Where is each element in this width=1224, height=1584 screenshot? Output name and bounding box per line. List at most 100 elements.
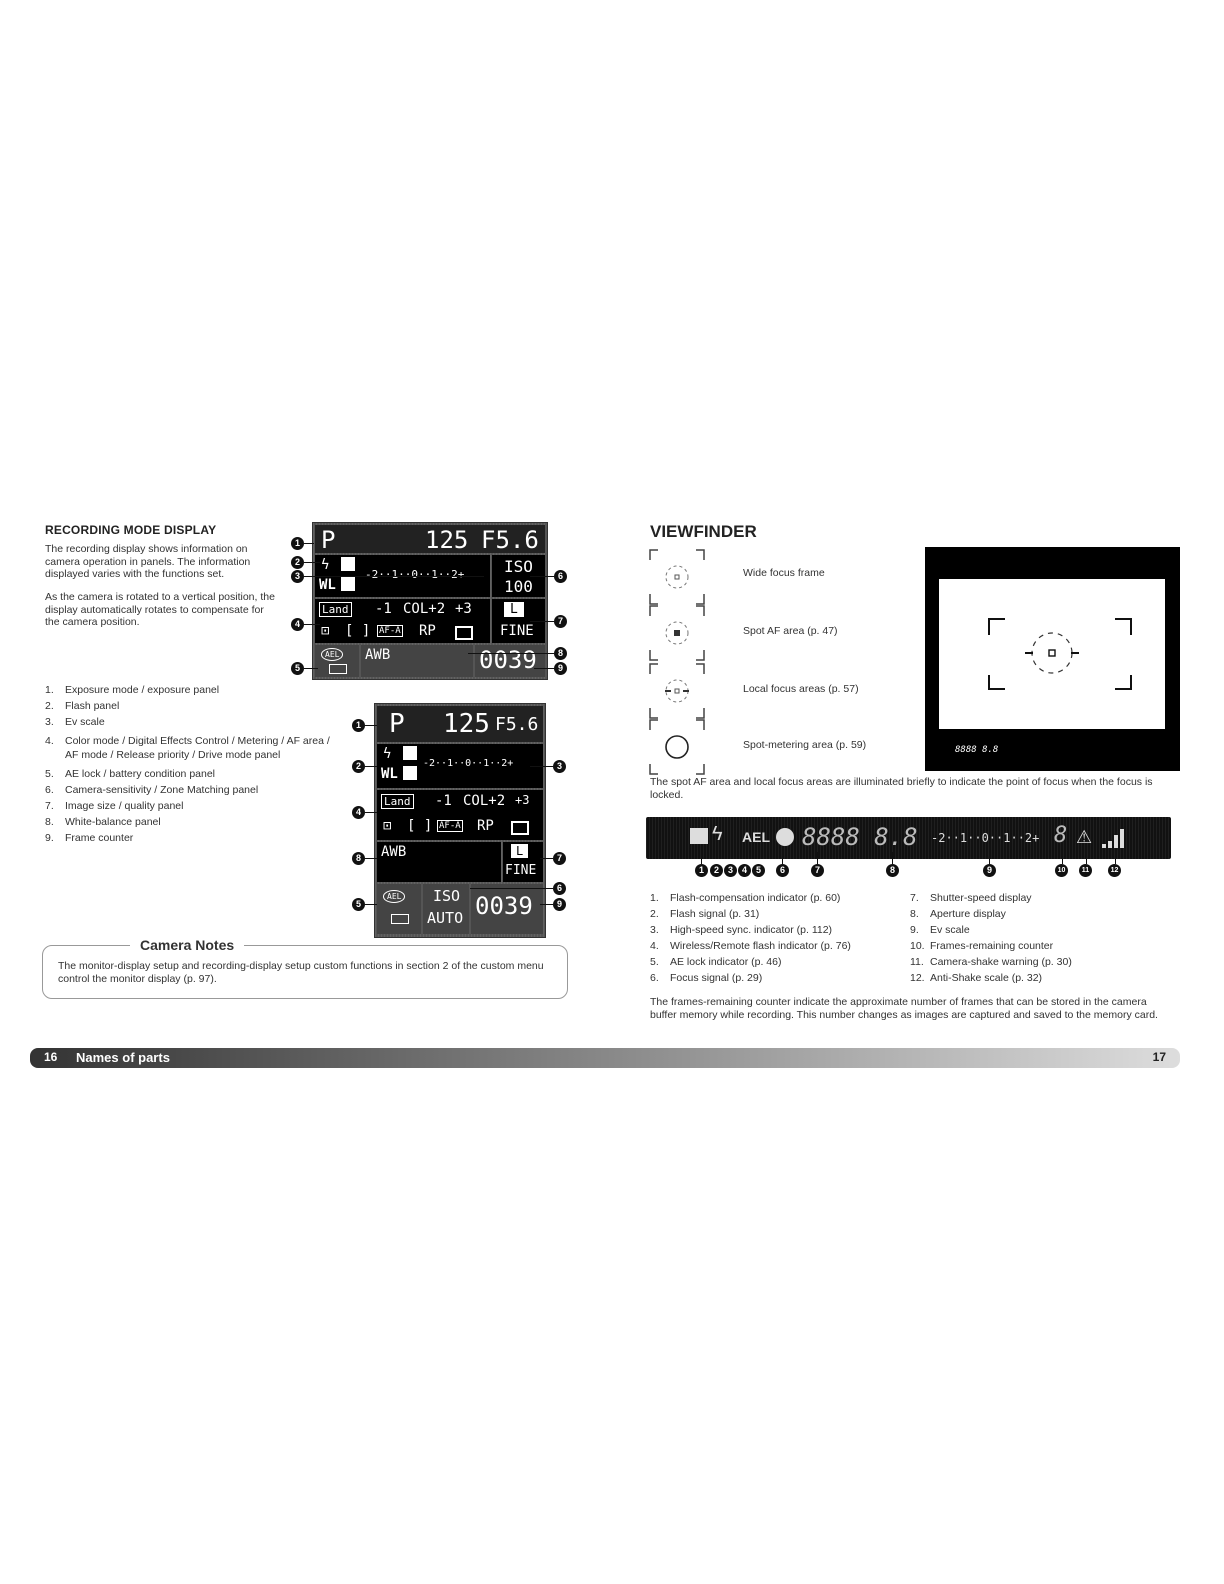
viewfinder-caption: The spot AF area and local focus areas a…: [650, 776, 1153, 801]
af-mode: AF-A: [437, 820, 463, 832]
viewfinder-strip-mini: 8888 8.8: [955, 745, 999, 755]
list-item: 5.AE lock indicator (p. 46): [650, 956, 782, 968]
exposure-mode: P: [389, 709, 405, 739]
exposure-mode: P: [321, 526, 336, 554]
shutter-aperture-display: 8888 8.8: [802, 823, 918, 851]
flash-comp-icon: [403, 746, 417, 760]
viewfinder-info-strip: ϟ AEL 8888 8.8 -2··1··0··1··2+ 8 ⚠: [646, 817, 1171, 859]
callout-6: 6: [553, 882, 566, 895]
flash-panel: ϟ WL -2··1··0··1··2+: [377, 744, 543, 788]
page-number-right: 17: [1152, 1050, 1166, 1064]
high-speed-sync-icon: [341, 577, 355, 591]
list-item: 2.Flash panel: [45, 700, 120, 712]
callout-9: 9: [553, 898, 566, 911]
ev-scale: -2··1··0··1··2+: [365, 568, 465, 581]
viewfinder-list-right: 7.Shutter-speed display 8.Aperture displ…: [910, 890, 1160, 986]
callout-8: 8: [352, 852, 365, 865]
frame-counter-panel: 0039: [471, 884, 543, 934]
focus-label: Spot-metering area (p. 59): [743, 739, 867, 751]
focus-frame-icon: [988, 618, 1132, 690]
high-speed-sync-icon: [403, 766, 417, 780]
aperture: F5.6: [481, 526, 539, 554]
vf-callout-12: 12: [1108, 864, 1121, 877]
ael-icon: AEL: [321, 648, 344, 661]
vf-callout-3: 3: [724, 864, 737, 877]
color-value: COL+2: [463, 793, 506, 809]
list-item: 4.Wireless/Remote flash indicator (p. 76…: [650, 940, 851, 952]
iso-label: ISO: [504, 557, 533, 576]
flash-signal-icon: ϟ: [712, 823, 723, 845]
anti-shake-bar: [1108, 841, 1112, 848]
list-item: 10.Frames-remaining counter: [910, 940, 1054, 952]
vf-callout-7: 7: [811, 864, 824, 877]
ev-scale: -2··1··0··1··2+: [423, 758, 514, 769]
callout-9: 9: [554, 662, 567, 675]
ael-icon: AEL: [383, 890, 406, 903]
flash-comp-icon: [341, 557, 355, 571]
iso-value: AUTO: [427, 909, 464, 927]
camera-notes-body: The monitor-display setup and recording-…: [58, 960, 544, 985]
list-item: 9.Ev scale: [910, 924, 970, 936]
vf-callout-1: 1: [695, 864, 708, 877]
frame-counter: 0039: [479, 646, 537, 674]
contrast-value: -1: [435, 793, 452, 809]
quality-panel: L FINE: [503, 842, 543, 882]
vf-callout-2: 2: [710, 864, 723, 877]
recording-display-horizontal: P 125 F5.6 ϟ WL -2··1··0··1··2+ ISO 100 …: [312, 522, 548, 680]
ael-indicator: AEL: [742, 829, 770, 845]
list-item: 3.High-speed sync. indicator (p. 112): [650, 924, 833, 936]
iso-label: ISO: [433, 887, 461, 905]
anti-shake-bar: [1120, 829, 1124, 848]
release-priority: RP: [419, 623, 436, 639]
list-item: 11.Camera-shake warning (p. 30): [910, 956, 1072, 968]
frame-counter-panel: 0039: [475, 645, 545, 677]
callout-5: 5: [352, 898, 365, 911]
iso-value: 100: [504, 577, 533, 596]
ae-lock-panel: AEL: [315, 645, 359, 677]
section-heading: RECORDING MODE DISPLAY: [45, 523, 217, 537]
awb-value: AWB: [381, 844, 407, 860]
battery-icon: [329, 664, 347, 674]
drive-mode-icon: [511, 821, 529, 835]
shutter-speed: 125: [425, 526, 469, 554]
metering-icon: ⊡: [383, 818, 392, 834]
image-size: L: [511, 844, 529, 858]
list-item: 6.Focus signal (p. 29): [650, 972, 763, 984]
anti-shake-bar: [1114, 835, 1118, 848]
callout-7: 7: [554, 615, 567, 628]
vf-callout-5: 5: [752, 864, 765, 877]
white-balance-panel: AWB: [377, 842, 501, 882]
frames-remaining: 8: [1054, 823, 1068, 848]
vf-callout-4: 4: [738, 864, 751, 877]
vf-callout-8: 8: [886, 864, 899, 877]
frames-remaining-note: The frames-remaining counter indicate th…: [650, 996, 1158, 1021]
focus-label: Spot AF area (p. 47): [743, 625, 838, 637]
list-item: 2.Flash signal (p. 31): [650, 908, 760, 920]
spot-af-area-icon: [649, 605, 705, 661]
callout-4: 4: [291, 618, 304, 631]
color-mode-icon: Land: [381, 794, 414, 809]
metering-icon: ⊡: [321, 623, 330, 639]
callout-1: 1: [291, 537, 304, 550]
awb-value: AWB: [365, 647, 391, 663]
color-mode-icon: Land: [319, 602, 352, 617]
callout-1: 1: [352, 719, 365, 732]
list-item: 4.Color mode / Digital Effects Control /…: [45, 735, 330, 761]
battery-icon: [391, 914, 409, 924]
saturation-value: +3: [515, 793, 530, 807]
aperture: F5.6: [495, 714, 539, 735]
spot-metering-area-icon: [649, 719, 705, 775]
wireless-label: WL: [319, 577, 336, 593]
parts-list: 1.Exposure mode / exposure panel 2.Flash…: [45, 682, 345, 846]
flash-icon: ϟ: [321, 557, 330, 573]
callout-8: 8: [554, 647, 567, 660]
vf-callout-9: 9: [983, 864, 996, 877]
anti-shake-bar: [1102, 844, 1106, 848]
list-item: 7.Shutter-speed display: [910, 892, 1032, 904]
camera-notes-title: Camera Notes: [130, 937, 245, 953]
callout-3: 3: [291, 570, 304, 583]
list-item: 12.Anti-Shake scale (p. 32): [910, 972, 1043, 984]
color-value: COL+2: [403, 601, 446, 617]
intro-paragraph-1: The recording display shows information …: [45, 543, 251, 580]
recording-display-vertical: P 125 F5.6 ϟ WL -2··1··0··1··2+ Land -1 …: [374, 703, 546, 938]
